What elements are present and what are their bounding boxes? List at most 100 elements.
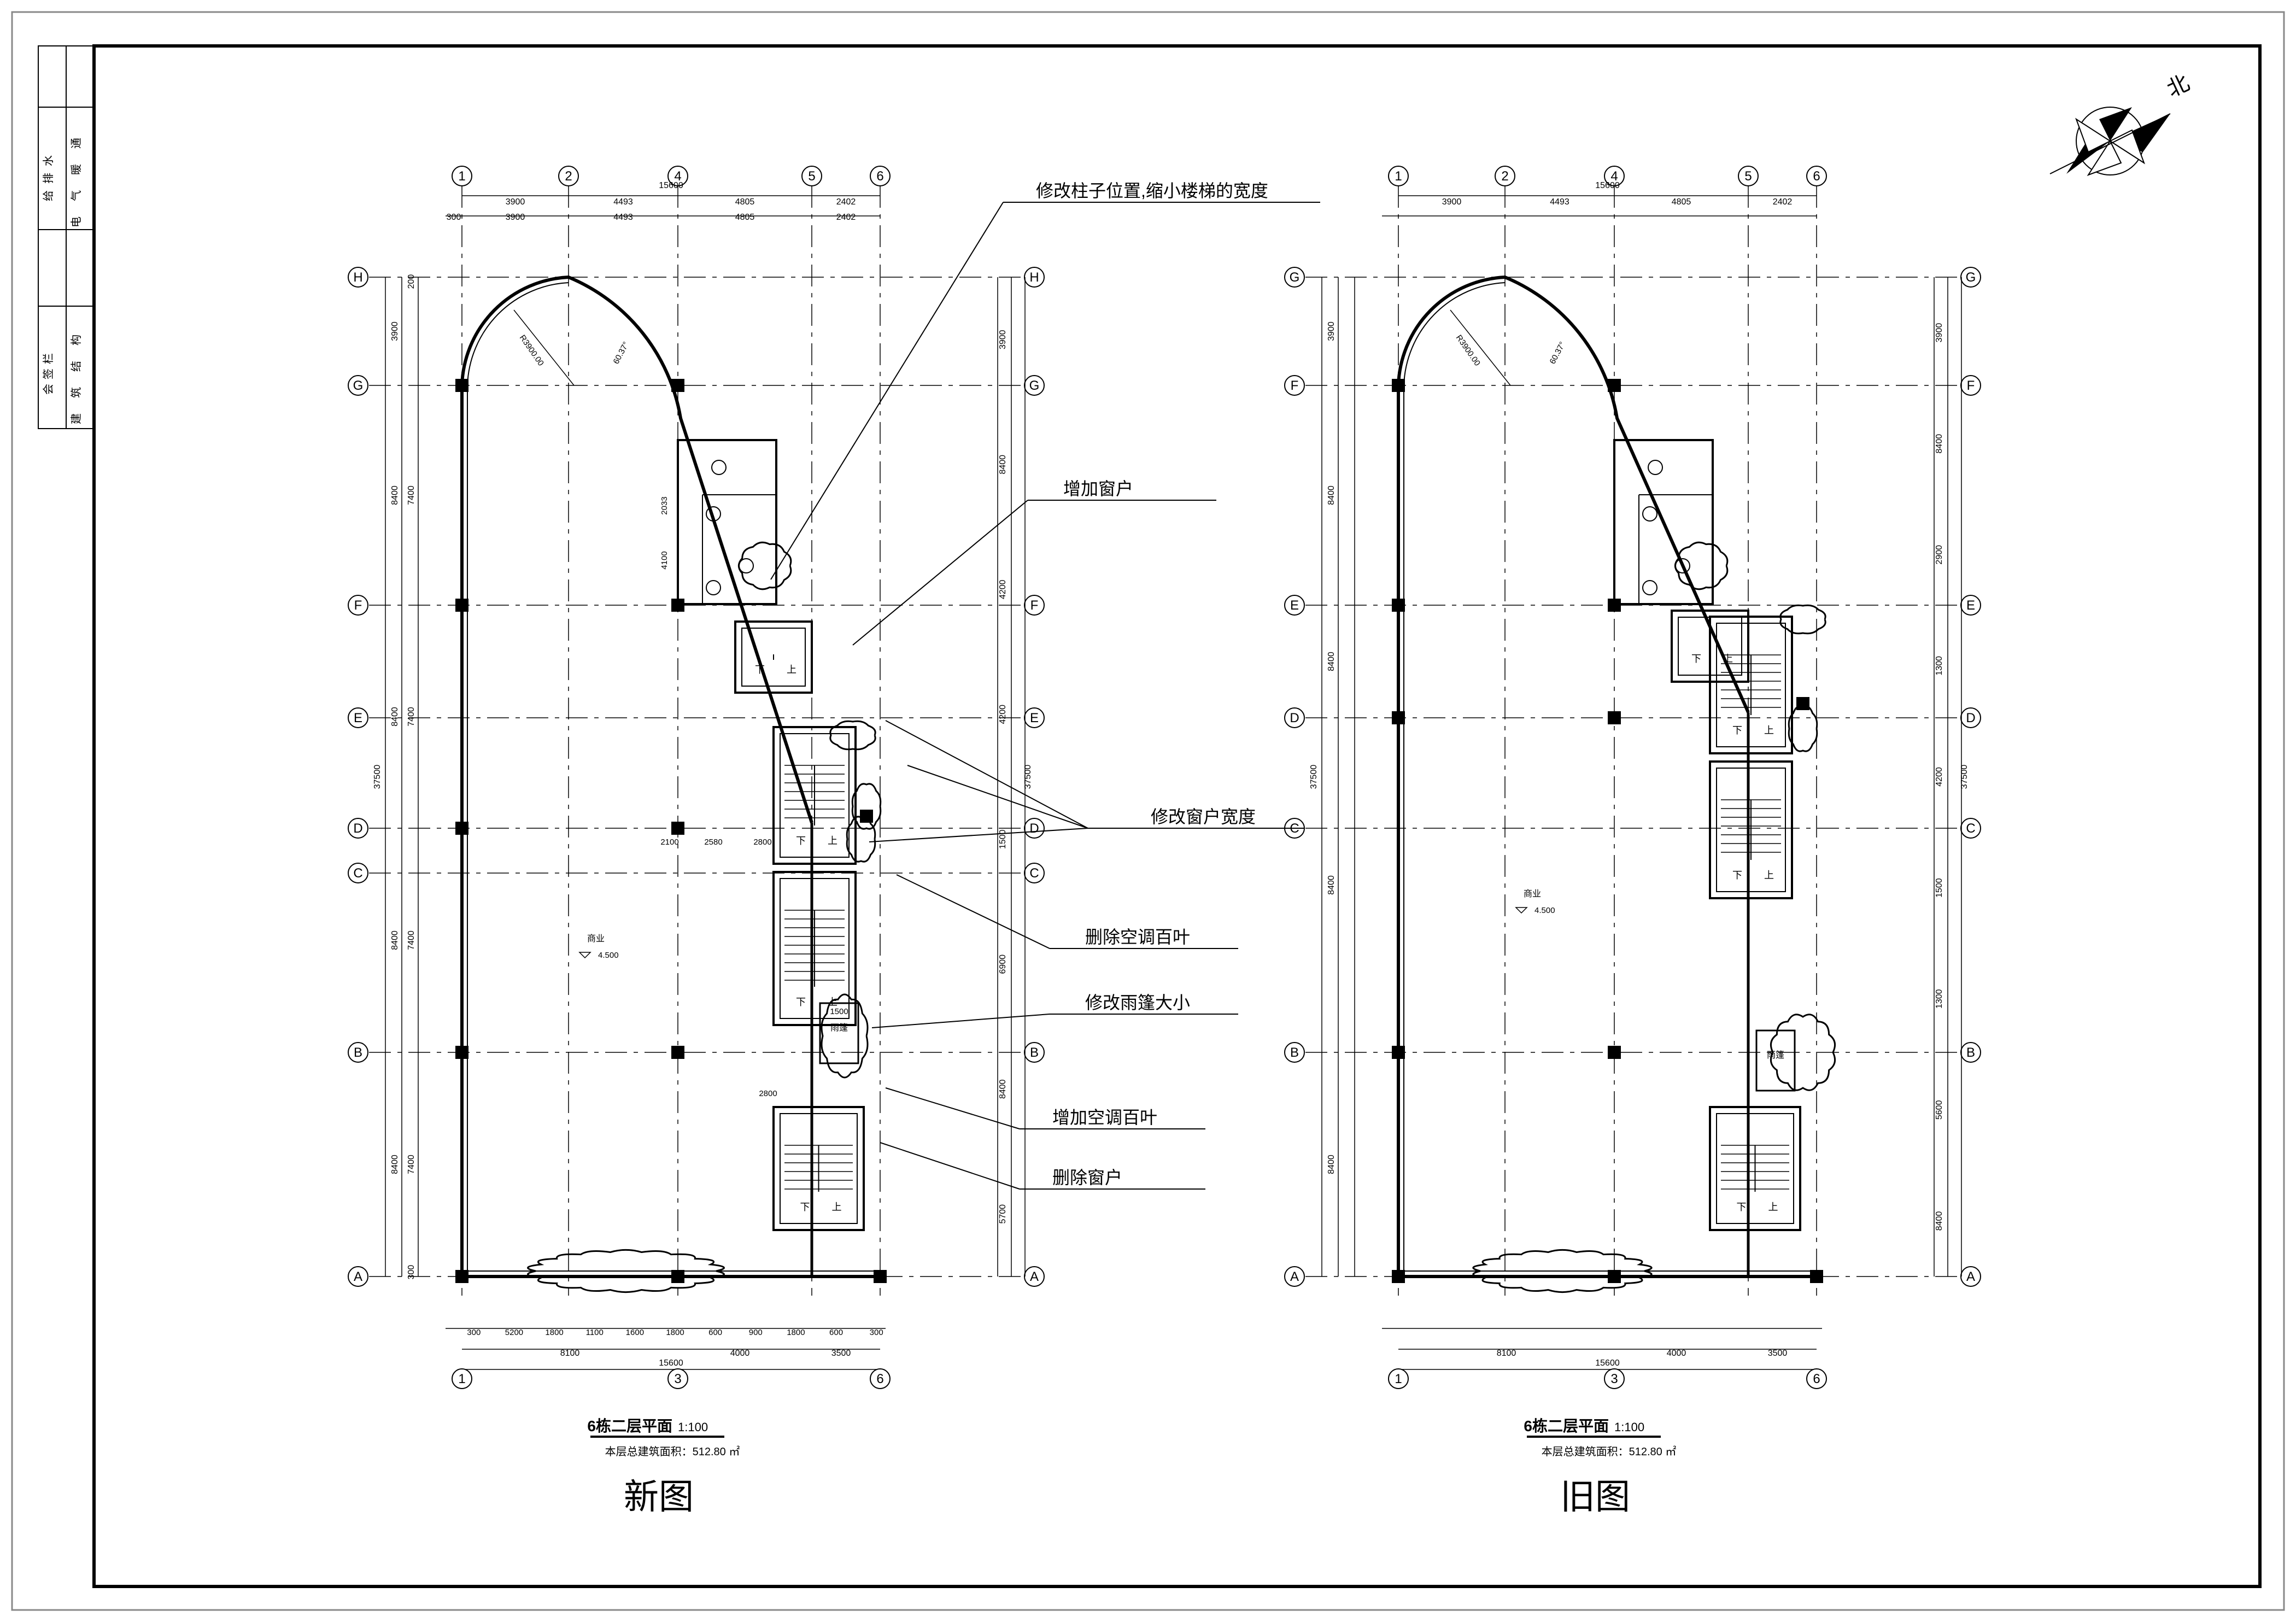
axis-label-left: D — [353, 821, 362, 836]
stair-inner-wall — [1716, 623, 1786, 747]
axis-label-left: B — [1290, 1045, 1299, 1060]
axis-bubble-right — [1024, 375, 1045, 396]
dim-bottom: 1800 — [666, 1328, 684, 1337]
structural-column — [1796, 697, 1809, 710]
structural-column — [1392, 711, 1405, 724]
axis-bubble-left — [348, 375, 368, 396]
dim-left2: 200 — [407, 274, 416, 289]
dim-left: 8400 — [1327, 1155, 1336, 1174]
axis-bubble-bottom — [452, 1368, 472, 1389]
axis-label-left: F — [1291, 378, 1299, 393]
structural-column — [1608, 1046, 1621, 1059]
axis-bubble-right — [1960, 1266, 1981, 1287]
stair-down-label: 下 — [755, 664, 765, 675]
structural-column — [874, 1270, 887, 1283]
stair-up-label: 上 — [1764, 725, 1774, 736]
axis-label-right: C — [1966, 821, 1975, 836]
structural-column — [1608, 711, 1621, 724]
axis-bubble-left — [1284, 1042, 1305, 1063]
axis-bubble-right — [1024, 818, 1045, 839]
dim-bottom2: 8100 — [1497, 1349, 1516, 1358]
radius-leader — [513, 309, 575, 386]
dim-top: 4805 — [735, 197, 755, 207]
axis-label-bottom: 1 — [1395, 1372, 1402, 1386]
stair-enclosure — [1709, 760, 1793, 899]
dim-left: 8400 — [390, 707, 400, 727]
dim-right: 1500 — [1935, 878, 1944, 898]
sheet-border-outer — [11, 11, 2285, 1611]
structural-column — [1392, 599, 1405, 612]
axis-bubble-right — [1024, 707, 1045, 728]
stair-up-label: 上 — [1764, 870, 1774, 881]
dim-right: 8400 — [998, 1079, 1008, 1099]
structural-column — [671, 822, 684, 835]
toilet-fixture — [711, 460, 727, 475]
axis-label-left: D — [1290, 711, 1299, 725]
exterior-wall — [460, 275, 813, 1276]
dim-right: 5700 — [998, 1204, 1008, 1224]
dim-bottom: 1800 — [787, 1328, 805, 1337]
annotation-text: 增加窗户 — [1063, 479, 1133, 499]
annotation-leader — [869, 828, 1088, 842]
dim-top2: 4493 — [613, 213, 633, 222]
dim-total-top: 15600 — [659, 181, 683, 190]
axis-label-right: E — [1030, 711, 1039, 725]
structural-column — [455, 1270, 468, 1283]
dim-total-left: 37500 — [373, 765, 382, 789]
revision-cloud — [737, 541, 792, 590]
structural-column — [455, 1046, 468, 1059]
axis-label-right: C — [1029, 866, 1039, 881]
dim-bottom: 600 — [829, 1328, 843, 1337]
structural-column — [1392, 379, 1405, 392]
axis-bubble-bottom — [870, 1368, 891, 1389]
axis-label-right: H — [1029, 270, 1039, 285]
stair-down-label: 下 — [1737, 1202, 1747, 1213]
axis-bubble-left — [348, 1266, 368, 1287]
annotation-text: 修改雨篷大小 — [1085, 993, 1190, 1012]
dim-left2: 7400 — [407, 930, 416, 950]
toilet-fixture — [1642, 580, 1657, 595]
exterior-wall-inner — [1403, 282, 1506, 1276]
annotation-text: 修改窗户宽度 — [1151, 807, 1256, 827]
structural-column — [1392, 1270, 1405, 1283]
dim-left2: 7400 — [407, 485, 416, 505]
axis-bubble-bottom — [1388, 1368, 1409, 1389]
toilet-fixture — [1642, 506, 1657, 522]
axis-label-right: D — [1966, 711, 1975, 725]
dim-top: 4493 — [1550, 197, 1569, 207]
signoff-col1: 给排水 — [42, 149, 55, 201]
change-annotations: 修改柱子位置,缩小楼梯的宽度增加窗户修改窗户宽度删除空调百叶修改雨篷大小增加空调… — [770, 181, 1320, 1190]
dim-right: 2900 — [1935, 545, 1944, 565]
dim-total-bottom: 15600 — [659, 1359, 683, 1368]
dim-inner: 2100 — [660, 838, 678, 847]
level-symbol — [1515, 907, 1528, 914]
revision-cloud — [1674, 541, 1729, 590]
annotation-leader — [896, 874, 1050, 949]
stair-down-label: 下 — [796, 997, 806, 1008]
stair-inner-wall — [1678, 617, 1742, 676]
dim-top: 3900 — [1442, 197, 1462, 207]
dim-bottom: 300 — [870, 1328, 883, 1337]
dim-right: 1300 — [1935, 656, 1944, 676]
canopy-label: 雨篷 — [830, 1022, 848, 1033]
dim-inner: 2580 — [704, 838, 722, 847]
sheet-border-inner — [92, 44, 2262, 1588]
dim-left2: 7400 — [407, 1155, 416, 1174]
axis-label-right: F — [1030, 598, 1039, 613]
stair-down-label: 下 — [796, 835, 806, 846]
dim-right: 8400 — [998, 455, 1008, 475]
dim-right: 8400 — [1935, 1211, 1944, 1231]
axis-label-bottom: 1 — [458, 1372, 465, 1386]
axis-bubble-right — [1024, 1266, 1045, 1287]
axis-bubble-left — [348, 707, 368, 728]
structural-column — [671, 379, 684, 392]
stair-inner-wall — [1716, 768, 1786, 892]
stair-up-label: 上 — [787, 664, 796, 675]
dim-bottom2: 8100 — [560, 1349, 580, 1358]
plan-area: 本层总建筑面积：512.80 ㎡ — [1542, 1445, 1677, 1458]
axis-bubble-left — [1284, 595, 1305, 616]
room-label: 商业 — [587, 934, 605, 944]
stair-up-label: 上 — [1768, 1202, 1778, 1213]
axis-bubble-right — [1960, 1042, 1981, 1063]
